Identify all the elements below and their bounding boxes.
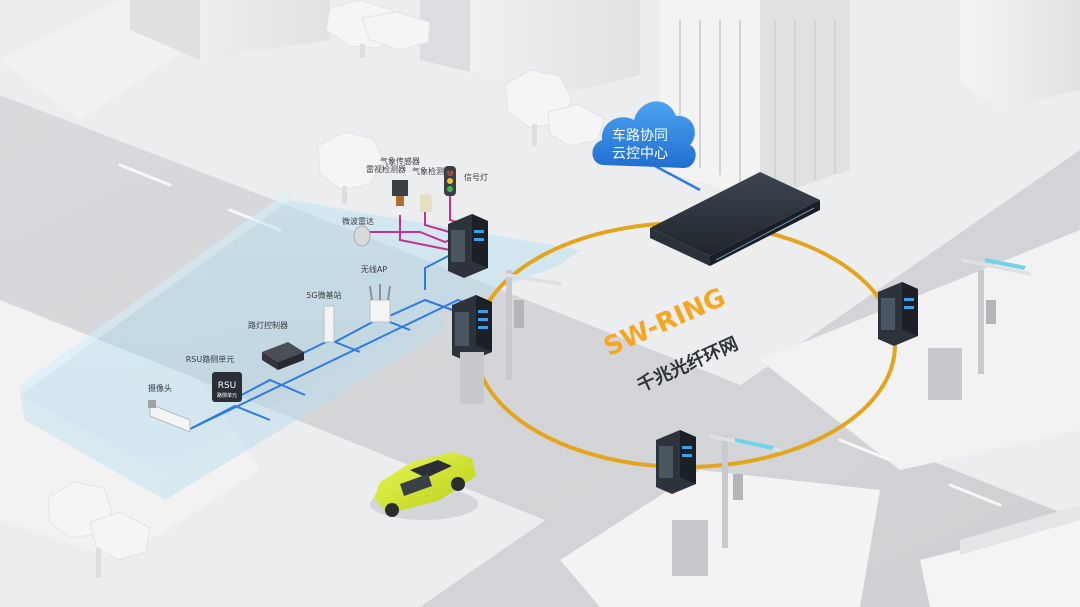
vehicle-detector-device (392, 180, 408, 206)
tree-icon (317, 131, 385, 204)
building-top-center (420, 0, 640, 95)
label-traffic-light: 信号灯 (464, 172, 488, 182)
pole-left (460, 270, 562, 404)
ring-switch-top-left[interactable] (448, 214, 488, 278)
link-ap (384, 298, 459, 319)
cloud-control-center[interactable]: 车路协同 云控中心 (592, 101, 696, 168)
ring-switch-left[interactable] (452, 295, 492, 362)
label-rsu: RSU路侧单元 (186, 354, 235, 364)
rsu-device: RSU 路侧单元 (212, 372, 242, 402)
ring-switch-right[interactable] (878, 282, 918, 346)
pole-bottom (672, 434, 782, 576)
cloud-label-line1: 车路协同 (612, 127, 668, 144)
trees (47, 0, 605, 578)
link-sensor-2 (399, 215, 451, 251)
camera-device (148, 400, 191, 433)
cloud-icon (592, 101, 696, 168)
tree-icon (504, 69, 605, 147)
label-microwave-radar: 微波雷达 (342, 216, 374, 226)
label-camera: 摄像头 (148, 383, 172, 393)
wireless-ap-device (369, 284, 391, 323)
base-station-5g-device (323, 305, 335, 343)
traffic-light-icon (444, 166, 456, 196)
car (370, 452, 478, 520)
tree-icon (325, 0, 431, 58)
weather-detector-device (420, 193, 432, 212)
tree-icon (47, 481, 151, 578)
rsu-badge-sub: 路侧单元 (217, 392, 237, 399)
core-switch[interactable] (650, 172, 820, 266)
label-weather-sensor: 气象传感器 (380, 156, 420, 166)
label-ap: 无线AP (361, 264, 387, 274)
pole-right (928, 258, 1032, 400)
cloud-label-line2: 云控中心 (612, 146, 668, 162)
signal-controller-device (262, 342, 304, 370)
ring-switch-bottom[interactable] (656, 430, 696, 494)
building-top-left (130, 0, 330, 60)
building-tower (660, 0, 850, 200)
building-top-right (960, 0, 1080, 110)
label-vehicle-detector: 雷视检测器 (366, 164, 406, 174)
label-weather-detector: 气象检测器 (412, 166, 452, 176)
buildings (130, 0, 1080, 607)
roadside-equipment-zone (20, 190, 580, 500)
building-bottom-right (920, 505, 1080, 607)
poles (460, 258, 1032, 576)
device-labels: 摄像头 RSU路侧单元 路灯控制器 5G微基站 无线AP 微波雷达 雷视检测器 … (148, 156, 488, 393)
label-signal-controller: 路灯控制器 (248, 320, 288, 330)
link-rsu (231, 378, 306, 401)
microwave-radar-device (353, 225, 371, 247)
label-5g: 5G微基站 (306, 290, 341, 300)
zone-devices: RSU 路侧单元 (148, 166, 456, 433)
rsu-badge: RSU (218, 381, 237, 391)
